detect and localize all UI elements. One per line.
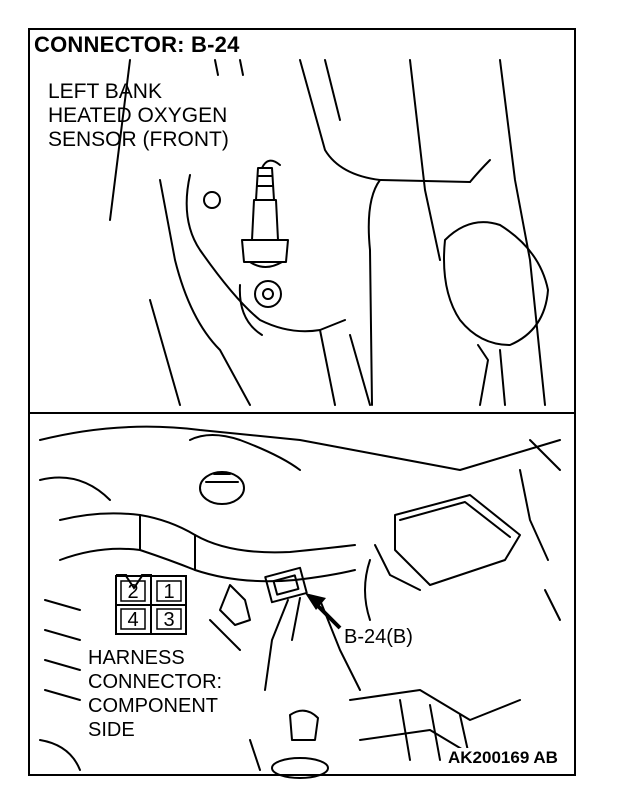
pin-number: 1: [163, 581, 174, 603]
sensor-caption-line: SENSOR (FRONT): [48, 128, 229, 151]
callout-arrowhead: [305, 593, 326, 610]
figure-code: AK200169 AB: [446, 748, 560, 768]
sensor-caption-line: HEATED OXYGEN: [48, 104, 228, 127]
harness-caption-line: COMPONENT: [88, 695, 218, 717]
view-divider: [28, 412, 576, 414]
harness-caption-line: HARNESS: [88, 647, 185, 669]
connector-pin-face: 2 1 4 3: [115, 574, 187, 635]
sensor-caption-line: LEFT BANK: [48, 80, 162, 103]
sensor-caption: LEFT BANK HEATED OXYGEN SENSOR (FRONT): [48, 80, 229, 152]
connector-title: CONNECTOR: B-24: [34, 32, 240, 57]
pin-number: 2: [127, 581, 138, 603]
pin-number: 3: [163, 609, 174, 631]
harness-caption-line: SIDE: [88, 719, 135, 741]
connector-callout-label: B-24(B): [344, 626, 413, 648]
harness-caption-line: CONNECTOR:: [88, 671, 223, 693]
pin-number: 4: [127, 609, 138, 631]
harness-caption: HARNESS CONNECTOR: COMPONENT SIDE: [86, 646, 225, 742]
